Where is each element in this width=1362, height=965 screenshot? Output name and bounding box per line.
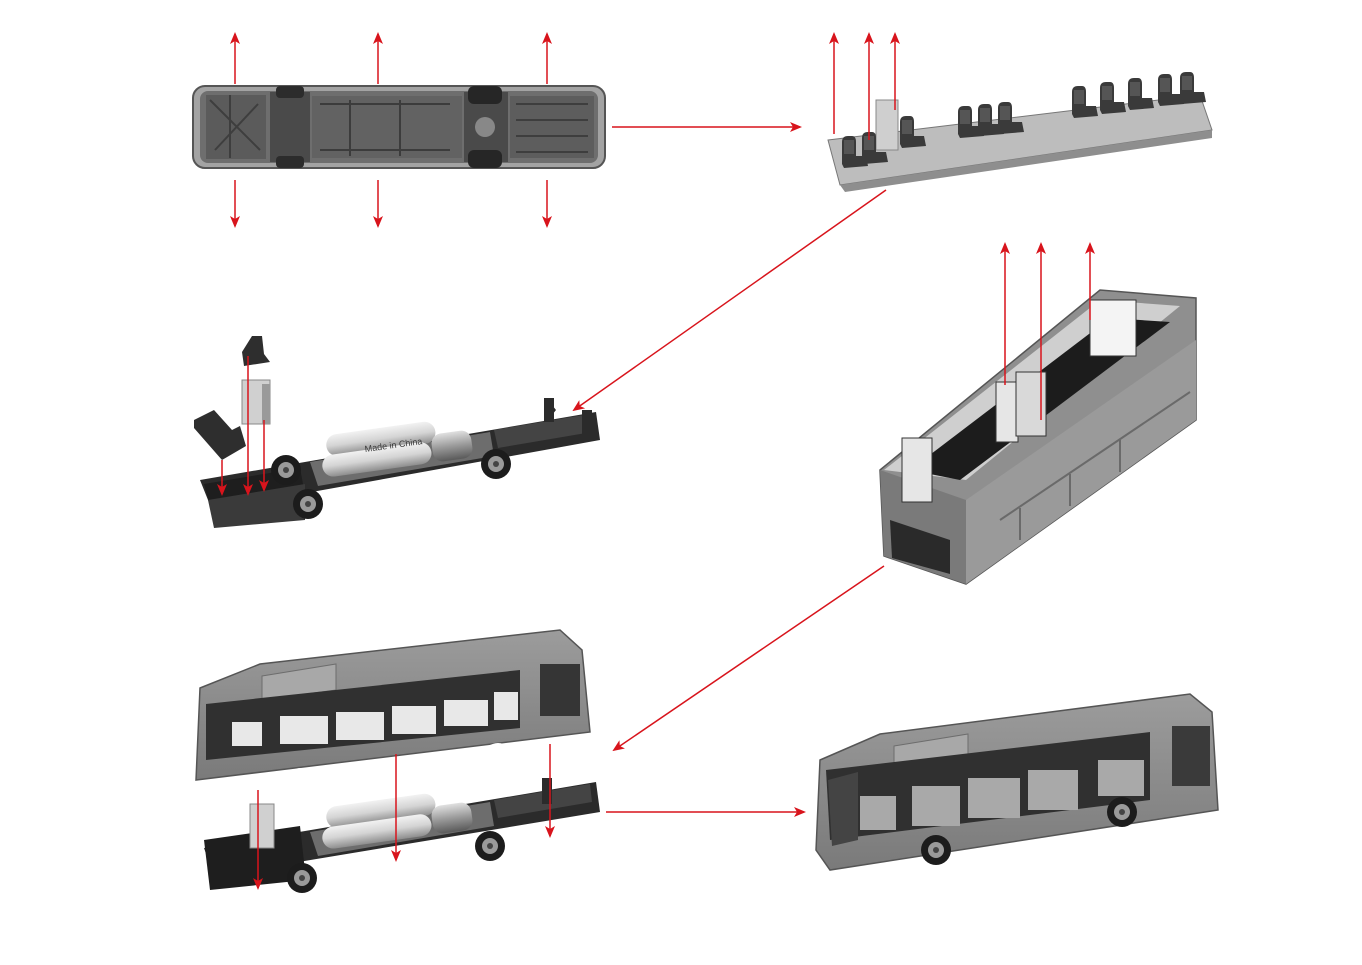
flow-arrow-2	[574, 190, 886, 410]
bus-body-shell-cutaway	[880, 244, 1196, 584]
flow-arrow-3	[614, 566, 884, 750]
assembled-bus	[816, 694, 1218, 870]
chassis-underside-view	[193, 34, 605, 226]
body-over-chassis-assembly	[196, 630, 600, 893]
interior-seating-insert	[828, 34, 1212, 192]
chassis-with-battery-pack: Made in China	[194, 336, 600, 528]
